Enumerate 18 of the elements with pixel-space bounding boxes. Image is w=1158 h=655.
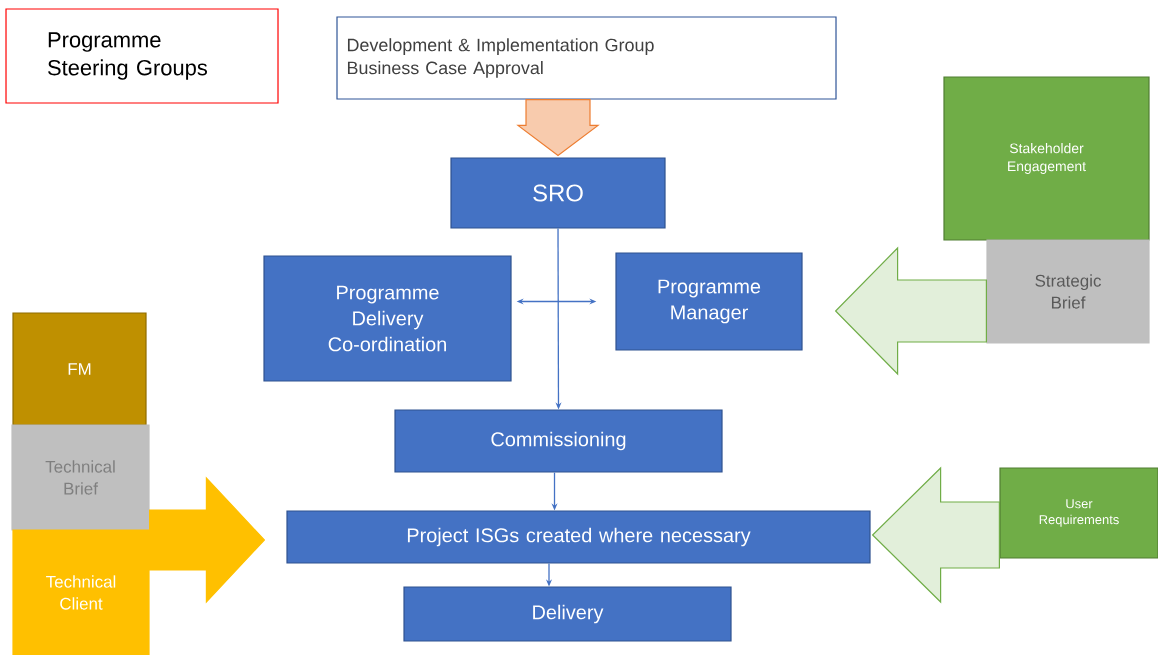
approval-box: Development & Implementation Group Business Case Approval xyxy=(336,16,837,100)
process-box: Programme Delivery Co-ordination xyxy=(263,255,512,382)
block-arrow xyxy=(516,99,600,157)
brief-box: Strategic Brief xyxy=(986,239,1150,344)
heading-box: Programme Steering Groups xyxy=(5,8,279,104)
block-arrow xyxy=(834,246,987,376)
input-box: Stakeholder Engagement xyxy=(943,76,1150,241)
process-box: Programme Manager xyxy=(615,252,803,351)
process-box: SRO xyxy=(450,157,666,229)
process-box: Delivery xyxy=(403,586,732,642)
input-box: Technical Client xyxy=(12,529,150,655)
input-box: User Requirements xyxy=(999,467,1158,559)
process-box: Commissioning xyxy=(394,409,723,473)
process-box: Project ISGs created where necessary xyxy=(286,510,871,564)
brief-box: Technical Brief xyxy=(11,424,150,531)
block-arrow xyxy=(149,476,266,604)
input-box: FM xyxy=(12,312,147,426)
block-arrow xyxy=(871,466,1000,604)
